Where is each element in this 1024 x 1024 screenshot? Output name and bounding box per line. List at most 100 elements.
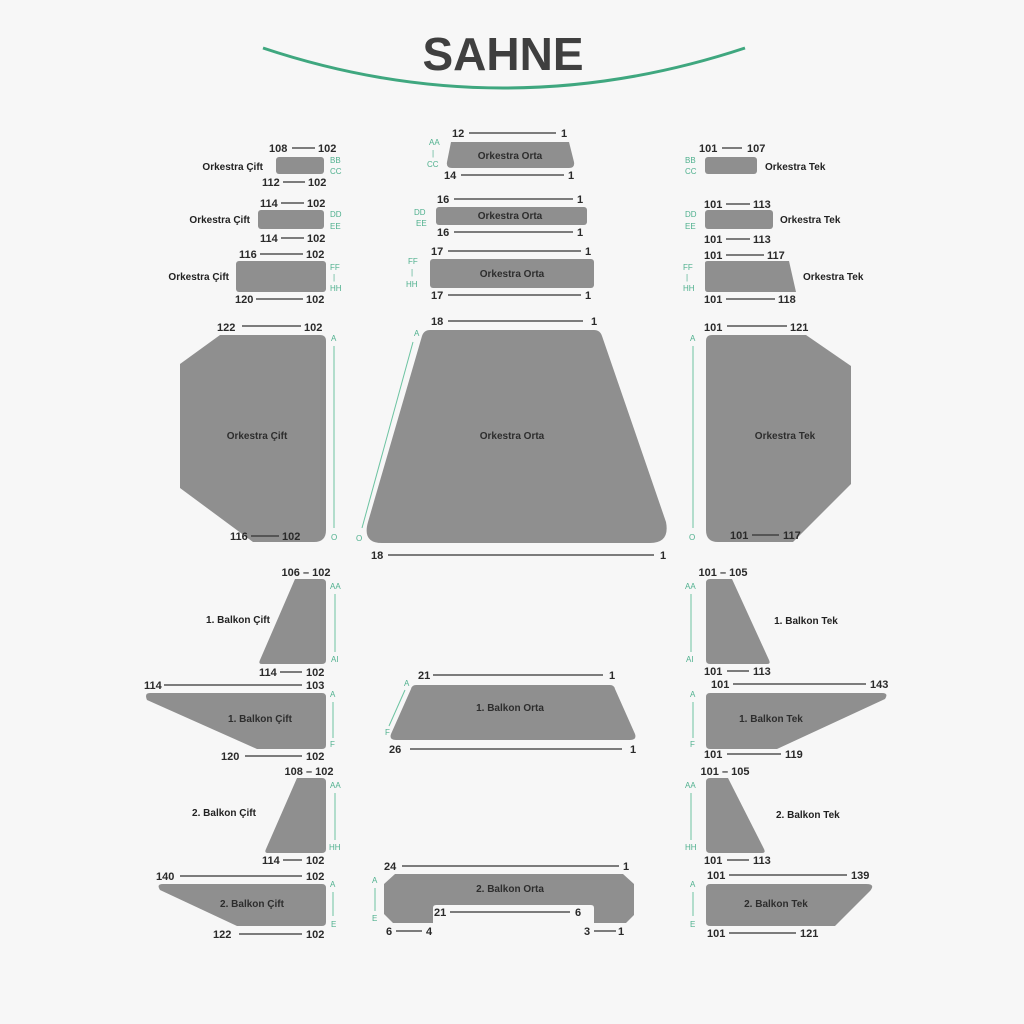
seat-number: 102 (306, 855, 324, 867)
section-block[interactable] (705, 157, 757, 174)
section-block[interactable] (390, 685, 636, 740)
seat-number: 1 (585, 290, 591, 302)
section-orkestra-orta-3[interactable]: Orkestra Orta 17 1 17 1 FF | HH (406, 246, 594, 302)
seat-number: 101 (711, 679, 729, 691)
section-label: 2. Balkon Çift (220, 899, 285, 910)
section-orkestra-tek-3[interactable]: Orkestra Tek 101 117 101 118 FF | HH (683, 250, 864, 306)
seat-number: 102 (307, 198, 325, 210)
section-label: 2. Balkon Orta (476, 884, 544, 895)
seat-range: 101 – 105 (701, 766, 750, 778)
row-letter: BB (330, 156, 341, 165)
row-letter: FF (330, 263, 340, 272)
seat-number: 101 (704, 855, 722, 867)
section-block[interactable] (158, 884, 326, 926)
seat-number: 21 (418, 670, 430, 682)
section-orkestra-tek-main[interactable]: Orkestra Tek 101 121 101 117 A O (689, 322, 851, 542)
section-orkestra-tek-1[interactable]: Orkestra Tek 101 107 BB CC (685, 143, 826, 176)
section-block[interactable] (236, 261, 326, 292)
row-letter: A (404, 679, 410, 688)
section-block[interactable] (276, 157, 324, 174)
section-2-balkon-tek[interactable]: 2. Balkon Tek 101 139 101 121 A E (690, 870, 873, 940)
section-orkestra-tek-2[interactable]: Orkestra Tek 101 113 101 113 DD EE (685, 199, 841, 246)
seat-number: 121 (790, 322, 808, 334)
seat-number: 101 (704, 250, 722, 262)
seat-number: 101 (704, 322, 722, 334)
section-block[interactable] (259, 579, 326, 664)
seat-number: 1 (618, 926, 624, 938)
seat-number: 101 (704, 294, 722, 306)
section-orkestra-orta-2[interactable]: Orkestra Orta 16 1 16 1 DD EE (414, 194, 587, 239)
section-block[interactable] (384, 874, 634, 923)
row-letter: EE (685, 222, 696, 231)
section-1-balkon-tek-upper[interactable]: 1. Balkon Tek 101 – 105 101 113 AA AI (685, 567, 838, 678)
section-block[interactable] (706, 693, 887, 749)
seat-number: 102 (306, 249, 324, 261)
section-1-balkon-cift-upper[interactable]: 1. Balkon Çift 106 – 102 114 102 AA AI (206, 567, 341, 679)
section-block[interactable] (446, 142, 575, 168)
section-block[interactable] (706, 778, 765, 853)
row-letter: HH (685, 843, 697, 852)
section-block[interactable] (180, 335, 326, 542)
section-1-balkon-cift[interactable]: 1. Balkon Çift 114 103 120 102 A F (144, 680, 336, 763)
seat-number: 101 (699, 143, 717, 155)
seat-number: 4 (426, 926, 433, 938)
row-letter: A (330, 690, 336, 699)
seat-number: 102 (307, 233, 325, 245)
section-block[interactable] (430, 259, 594, 288)
seat-number: 101 (704, 666, 722, 678)
row-letter: O (356, 534, 362, 543)
section-orkestra-cift-main[interactable]: Orkestra Çift 122 102 116 102 A O (180, 322, 337, 543)
seat-number: 103 (306, 680, 324, 692)
seat-number: 1 (585, 246, 591, 258)
seat-number: 16 (437, 227, 449, 239)
section-block[interactable] (436, 207, 587, 225)
section-2-balkon-tek-upper[interactable]: 2. Balkon Tek 101 – 105 101 113 AA HH (685, 766, 840, 867)
row-letter: CC (685, 167, 697, 176)
seat-number: 102 (282, 531, 300, 543)
section-label: Orkestra Çift (168, 272, 229, 283)
stage-title: SAHNE (422, 28, 583, 80)
section-1-balkon-tek[interactable]: 1. Balkon Tek 101 143 101 119 A F (690, 679, 888, 761)
section-block[interactable] (146, 693, 326, 749)
seat-number: 108 (269, 143, 287, 155)
section-block[interactable] (706, 579, 770, 664)
seat-number: 102 (306, 929, 324, 941)
section-orkestra-cift-1[interactable]: Orkestra Çift 108 102 112 102 BB CC (202, 143, 341, 189)
section-orkestra-cift-2[interactable]: Orkestra Çift 114 102 114 102 DD EE (189, 198, 341, 245)
section-label: 1. Balkon Orta (476, 703, 544, 714)
seat-number: 120 (235, 294, 253, 306)
section-block[interactable] (258, 210, 324, 229)
section-orkestra-orta-main[interactable]: Orkestra Orta 18 1 18 1 A O (356, 316, 667, 562)
seat-number: 1 (609, 670, 615, 682)
section-label: Orkestra Çift (202, 162, 263, 173)
section-label: 1. Balkon Çift (206, 615, 271, 626)
row-letter: AI (331, 655, 339, 664)
row-letter: CC (330, 167, 342, 176)
seat-number: 101 (730, 530, 748, 542)
section-label: Orkestra Orta (480, 431, 545, 442)
section-2-balkon-cift[interactable]: 2. Balkon Çift 140 102 122 102 A E (156, 871, 336, 941)
row-letter: A (414, 329, 420, 338)
section-block[interactable] (705, 210, 773, 229)
row-letter: BB (685, 156, 696, 165)
seat-number: 122 (213, 929, 231, 941)
section-orkestra-orta-1[interactable]: Orkestra Orta 12 1 14 1 AA | CC (427, 128, 575, 182)
seat-range: 101 – 105 (699, 567, 748, 579)
seat-number: 117 (767, 250, 785, 262)
row-range-line (388, 689, 406, 727)
section-block[interactable] (366, 330, 667, 543)
seat-number: 113 (753, 666, 771, 678)
section-block[interactable] (706, 884, 873, 926)
section-block[interactable] (706, 335, 851, 542)
seat-number: 102 (306, 667, 324, 679)
section-label: 2. Balkon Çift (192, 808, 257, 819)
section-block[interactable] (705, 261, 796, 292)
row-letter: A (690, 880, 696, 889)
section-orkestra-cift-3[interactable]: Orkestra Çift 116 102 120 102 FF | HH (168, 249, 341, 306)
seat-number: 1 (591, 316, 597, 328)
section-2-balkon-cift-upper[interactable]: 2. Balkon Çift 108 – 102 114 102 AA HH (192, 766, 341, 867)
section-1-balkon-orta[interactable]: 1. Balkon Orta 21 1 26 1 A F (385, 670, 636, 756)
section-block[interactable] (265, 778, 326, 853)
section-2-balkon-orta[interactable]: 2. Balkon Orta 24 1 21 6 6 4 3 1 A E (372, 861, 634, 938)
row-letter: O (689, 533, 695, 542)
